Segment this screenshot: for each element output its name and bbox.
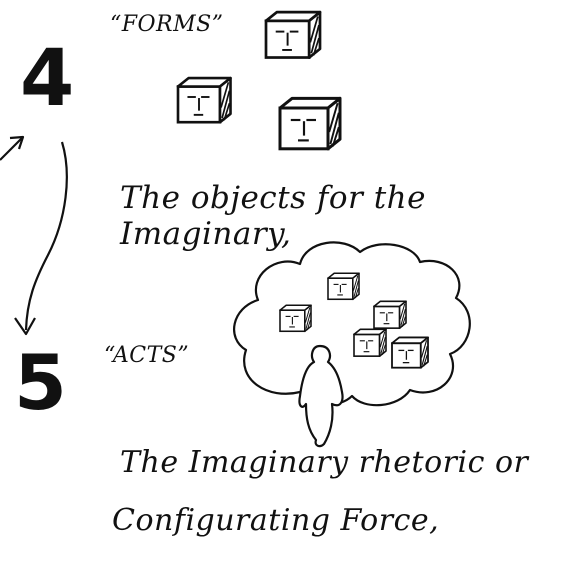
- cube-face-icon: [353, 328, 387, 357]
- cube-face-icon: [373, 300, 407, 329]
- step-number-5: 5: [14, 338, 67, 427]
- cube-face-icon: [327, 272, 360, 301]
- step-number-4: 4: [20, 34, 75, 124]
- acts-caption-line2: Configurating Force,: [112, 503, 440, 538]
- forms-label: “FORMS”: [110, 12, 224, 37]
- cube-face-icon: [391, 336, 429, 369]
- cube-face-icon: [279, 304, 312, 333]
- acts-label: “ACTS”: [104, 343, 190, 368]
- acts-caption-line1: The Imaginary rhetoric or: [120, 445, 529, 480]
- cube-face-icon: [278, 96, 342, 151]
- thought-cloud-icon: [233, 241, 471, 407]
- small-arrow-icon: [0, 135, 25, 161]
- forms-caption: The objects for the Imaginary,: [120, 180, 426, 252]
- curved-arrow-icon: [14, 141, 68, 336]
- cube-face-icon: [176, 76, 232, 124]
- human-figure-icon: [298, 344, 344, 448]
- cube-face-icon: [264, 10, 322, 59]
